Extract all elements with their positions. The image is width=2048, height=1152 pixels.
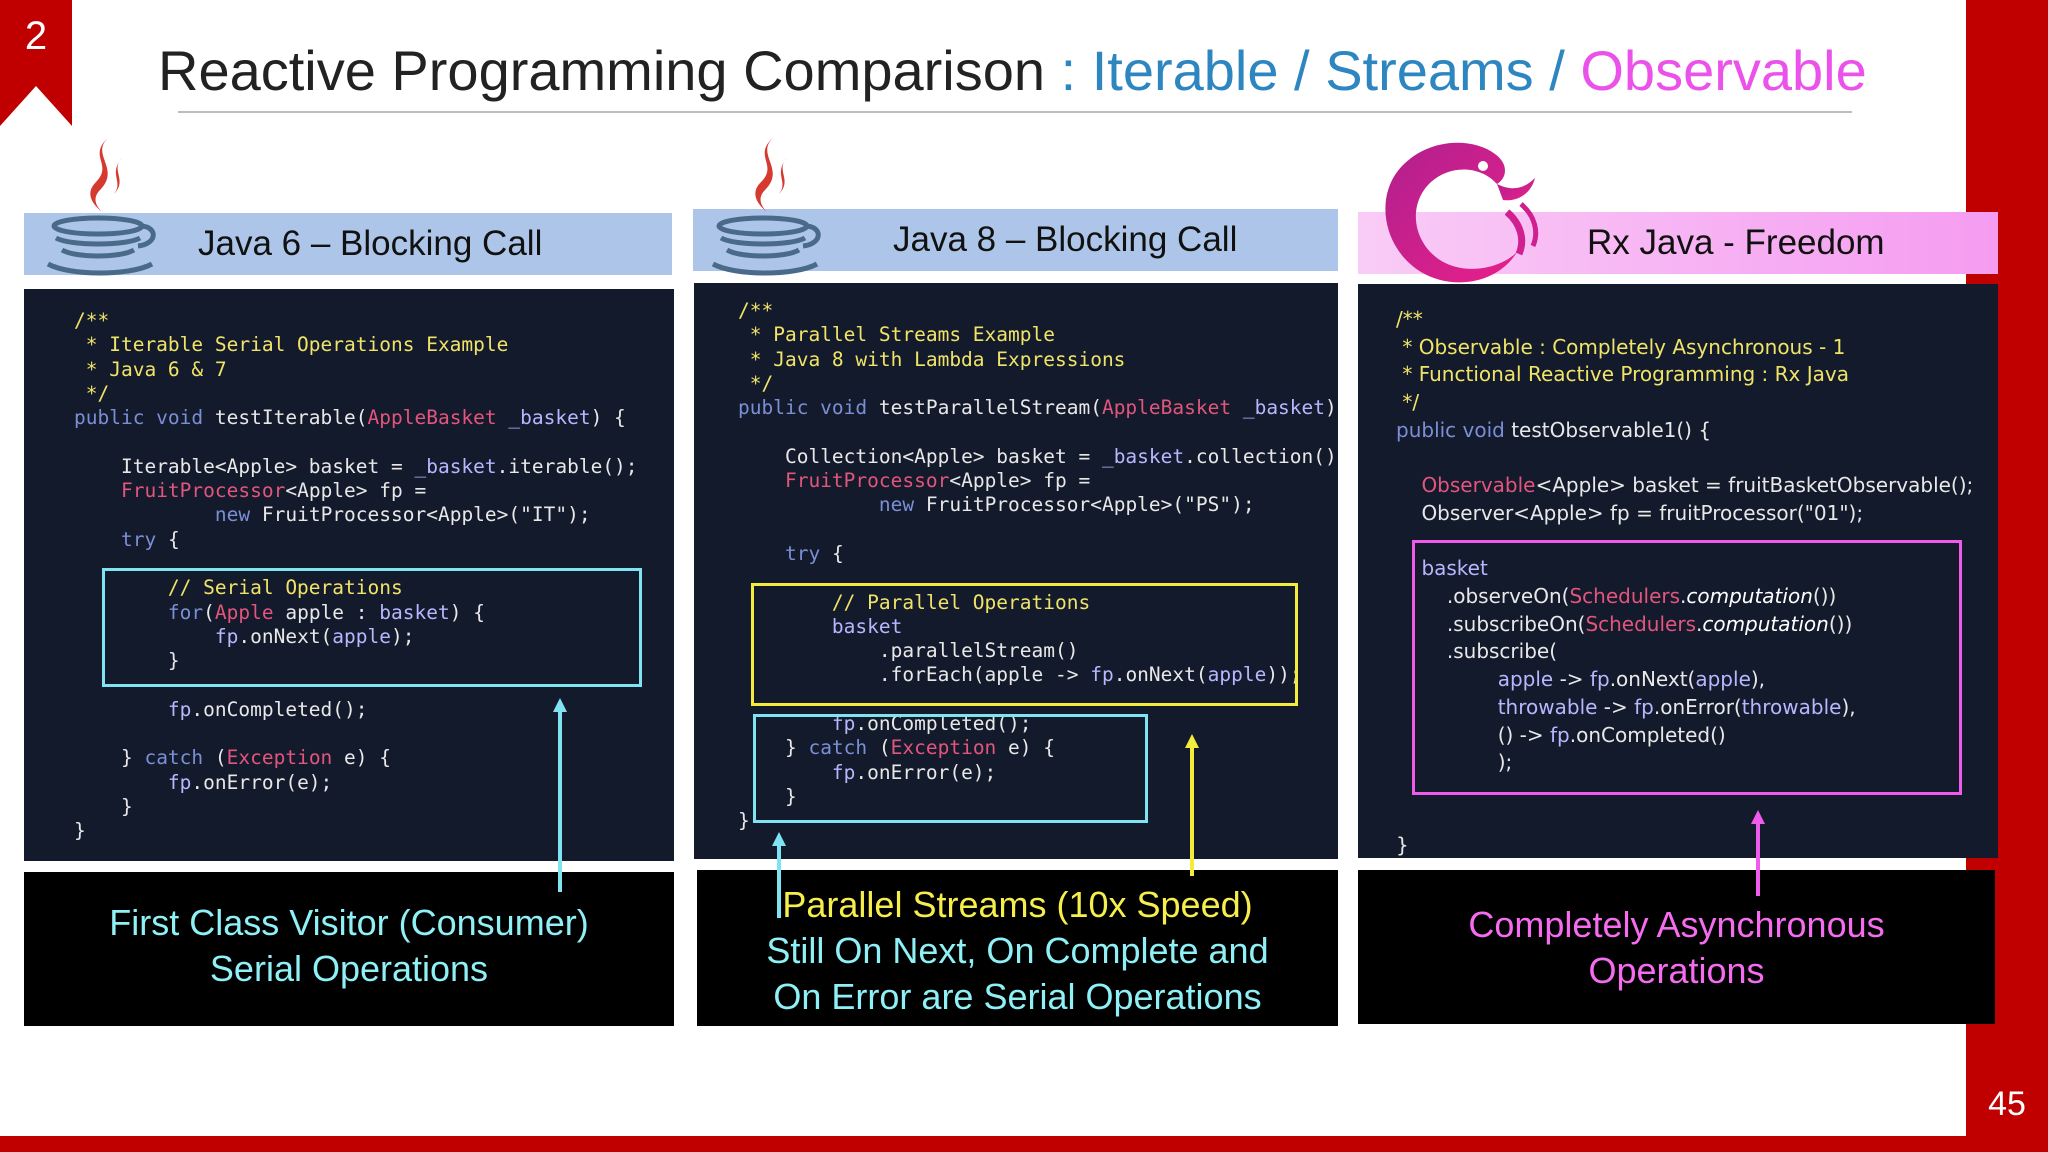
title-separator: /: [1278, 39, 1326, 102]
java8-header-label: Java 8 – Blocking Call: [893, 220, 1238, 259]
section-number: 2: [24, 14, 48, 58]
title-main: Reactive Programming Comparison: [158, 39, 1046, 102]
java8-code-panel: /** * Parallel Streams Example * Java 8 …: [694, 283, 1338, 859]
rx-header-label: Rx Java - Freedom: [1587, 223, 1885, 262]
slide-title: Reactive Programming Comparison : Iterab…: [158, 36, 1867, 106]
async-operations-highlight: [1412, 540, 1962, 795]
reactivex-eel-icon: [1385, 142, 1539, 283]
rx-code-panel: /** * Observable : Completely Asynchrono…: [1358, 284, 1998, 858]
java8-caption: Parallel Streams (10x Speed) Still On Ne…: [697, 870, 1338, 1026]
java8-caption-line: Parallel Streams (10x Speed): [782, 884, 1253, 925]
page-number: 45: [1988, 1085, 2026, 1123]
rx-caption: Completely Asynchronous Operations: [1358, 870, 1995, 1024]
java6-caption-line: First Class Visitor (Consumer): [109, 902, 589, 943]
section-flag-icon: [0, 0, 72, 126]
java-coffee-cup-icon: [46, 136, 156, 276]
rx-caption-line: Completely Asynchronous: [1468, 904, 1885, 945]
java-coffee-cup-icon: [711, 136, 821, 276]
java6-caption-line: Serial Operations: [209, 948, 489, 989]
rx-code: /** * Observable : Completely Asynchrono…: [1396, 307, 1974, 858]
java6-header-label: Java 6 – Blocking Call: [198, 224, 543, 263]
title-observable: Observable: [1580, 39, 1867, 102]
rx-header: Rx Java - Freedom: [1358, 212, 1998, 274]
java8-caption-line: Still On Next, On Complete and: [766, 930, 1269, 971]
java6-caption: First Class Visitor (Consumer) Serial Op…: [24, 872, 674, 1026]
title-iterable: Iterable: [1091, 39, 1279, 102]
title-separator: /: [1533, 39, 1581, 102]
rx-caption-line: Operations: [1588, 950, 1765, 991]
java8-code: /** * Parallel Streams Example * Java 8 …: [738, 299, 1338, 833]
java8-caption-line: On Error are Serial Operations: [773, 976, 1262, 1017]
java6-code-panel: /** * Iterable Serial Operations Example…: [24, 289, 674, 861]
title-separator: :: [1045, 39, 1092, 102]
title-divider: [178, 111, 1852, 113]
title-streams: Streams: [1325, 39, 1534, 102]
java6-code: /** * Iterable Serial Operations Example…: [74, 309, 638, 843]
parallel-operations-highlight: [751, 583, 1298, 706]
slide-bottom-bar: [0, 1136, 2048, 1152]
serial-callbacks-highlight: [753, 714, 1148, 823]
serial-operations-highlight: [102, 568, 642, 687]
